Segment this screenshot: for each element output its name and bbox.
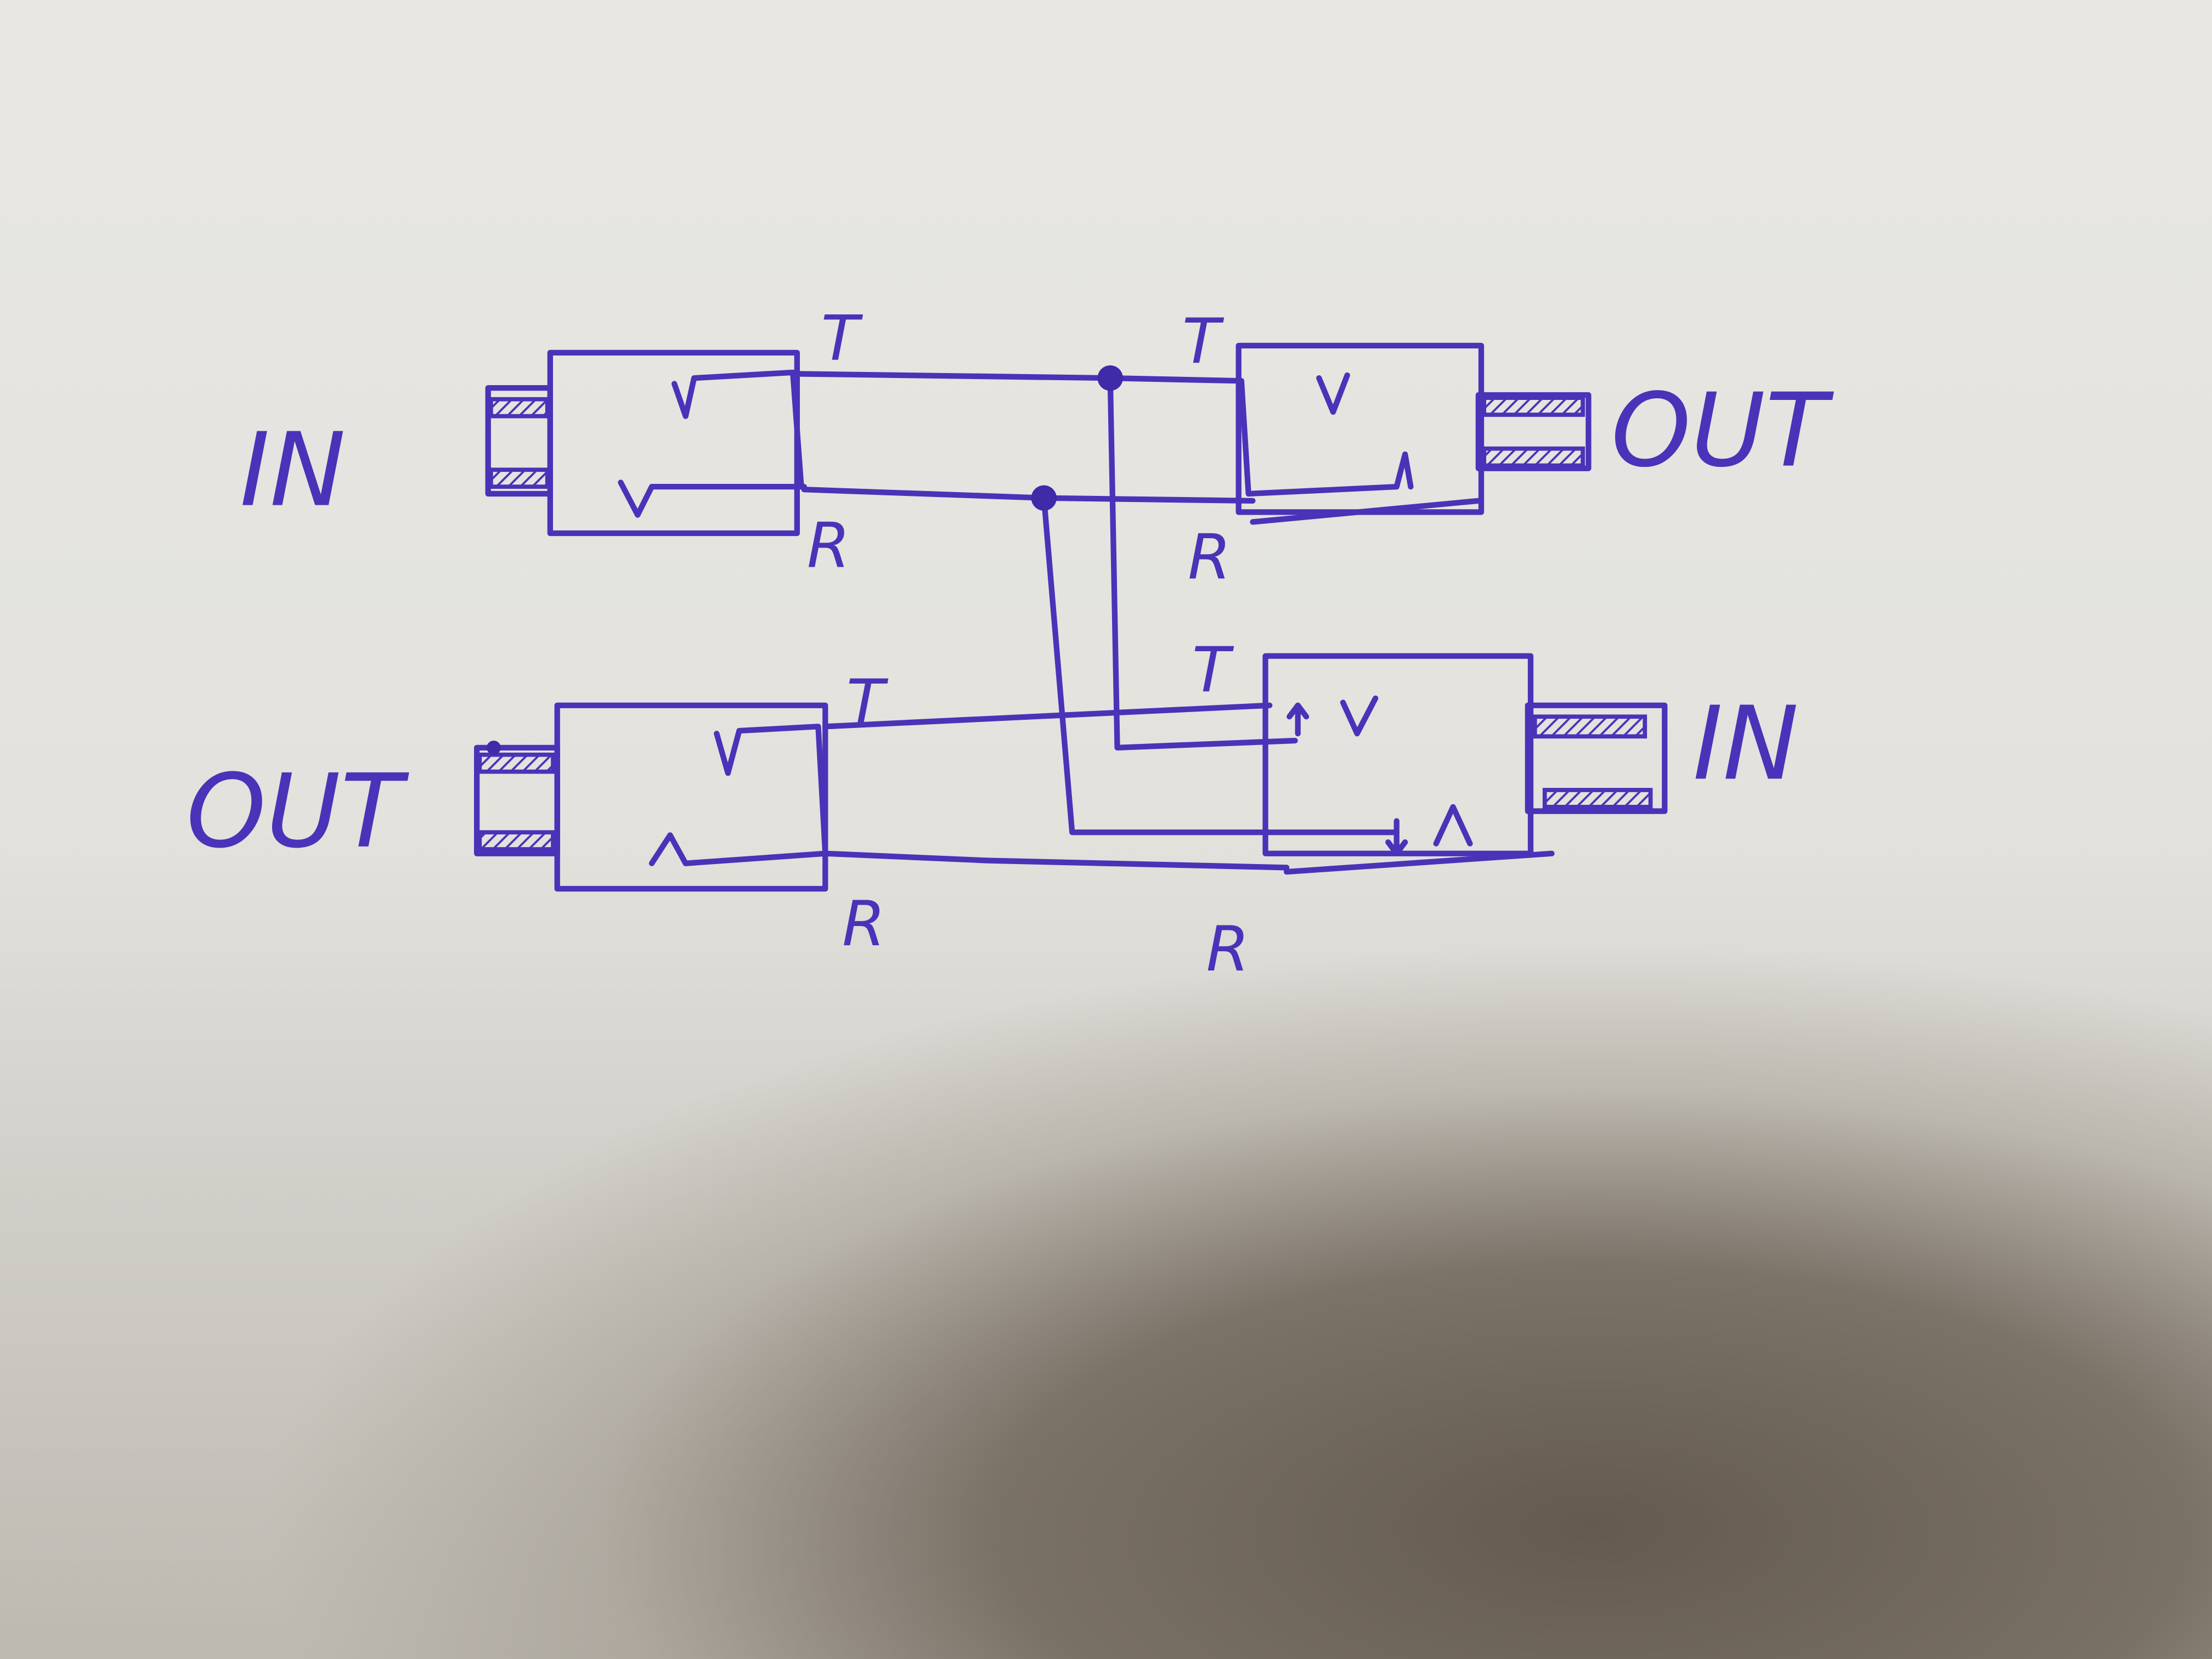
label-ring: R	[807, 510, 850, 582]
label-tip: T	[847, 666, 889, 738]
wire-tip-cross	[1107, 375, 1298, 751]
wire-bottom-ring	[822, 850, 1290, 871]
label-ring: R	[1188, 521, 1231, 593]
label-top-left-in: IN	[240, 411, 346, 529]
jack-top-right	[1235, 342, 1592, 525]
label-bottom-right-in: IN	[1693, 684, 1799, 803]
wire-top-ring	[801, 487, 1256, 504]
label-ring: R	[1206, 913, 1250, 985]
wire-top-tip	[794, 371, 1245, 384]
label-bottom-left-out: OUT	[186, 752, 409, 871]
wiring	[794, 365, 1400, 871]
jack-bottom-left	[474, 702, 828, 892]
label-tip: T	[1192, 634, 1234, 706]
junction-dot	[1031, 485, 1057, 511]
jack-bottom-right	[1262, 653, 1668, 875]
junction-dot	[1097, 365, 1123, 391]
wire-bottom-tip	[822, 702, 1273, 730]
label-ring: R	[842, 888, 885, 960]
label-top-right-out: OUT	[1611, 371, 1835, 490]
wire-ring-cross	[1041, 495, 1400, 836]
label-tip: T	[1182, 305, 1224, 377]
jack-top-left	[485, 349, 807, 537]
label-tip: T	[821, 302, 864, 375]
